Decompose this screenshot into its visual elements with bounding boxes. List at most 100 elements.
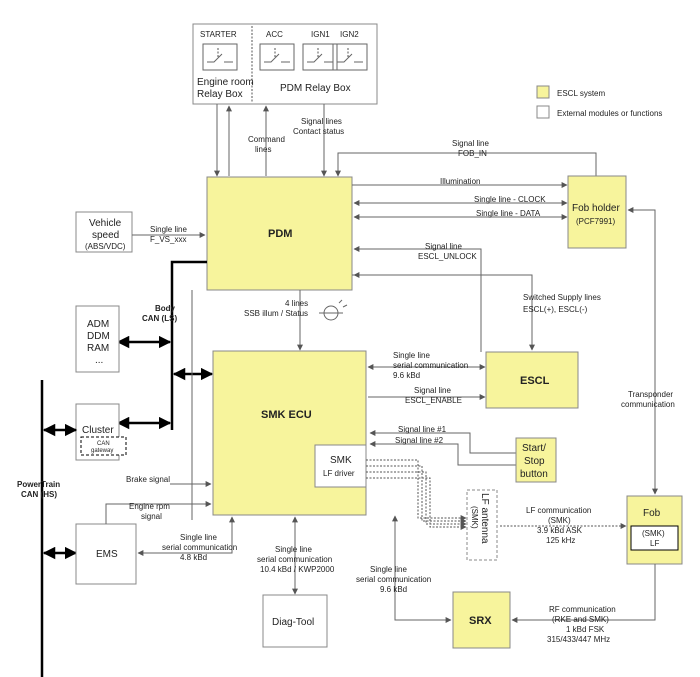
can-gateway-label-1: CAN — [97, 441, 110, 447]
transponder-label-1: Transponder — [628, 390, 673, 399]
signal1-label: Signal line #1 — [398, 425, 447, 434]
adm-label-2: DDM — [87, 331, 110, 342]
vehicle-speed-signal-2: F_VS_xxx — [150, 235, 186, 244]
adm-label-1: ADM — [87, 319, 109, 330]
ems-serial-label-3: 4.8 kBd — [180, 553, 207, 562]
legend-escl-swatch — [536, 85, 550, 99]
legend-external-label: External modules or functions — [557, 109, 662, 118]
data-label: Single line - DATA — [476, 209, 541, 218]
rf-comm-label-1: RF communication — [549, 605, 616, 614]
fob-label: Fob — [643, 508, 661, 519]
ems-serial-line — [137, 516, 235, 556]
ign2-label: IGN2 — [340, 30, 359, 39]
fob-lf-box — [630, 525, 679, 551]
command-lines-label-1: Command — [248, 135, 285, 144]
ems-box — [75, 523, 137, 585]
pdm-box — [206, 176, 353, 291]
signal-line-2 — [369, 441, 516, 466]
switched-supply-line — [352, 274, 535, 351]
ems-label: EMS — [96, 549, 118, 560]
legend-escl-label: ESCL system — [557, 89, 605, 98]
signal2-label: Signal line #2 — [395, 436, 444, 445]
diag-serial-label-3: 10.4 kBd / KWP2000 — [260, 565, 335, 574]
pdm-label: PDM — [268, 228, 292, 240]
vehicle-speed-signal-1: Single line — [150, 225, 187, 234]
engine-rpm-line — [105, 501, 212, 524]
srx-serial-line — [392, 515, 452, 623]
ems-serial-label-2: serial communication — [162, 543, 237, 552]
lf-antenna-box — [466, 489, 498, 561]
body-can-label-2: CAN (LS) — [142, 314, 177, 323]
relay-symbol-ign2 — [332, 43, 368, 71]
fob-in-label-2: FOB_IN — [458, 149, 487, 158]
smk-lf-driver-box — [314, 444, 367, 488]
engine-rpm-label-1: Engine rpm — [129, 502, 170, 511]
fob-holder-box — [567, 175, 627, 249]
engine-room-label-2: Relay Box — [197, 89, 243, 100]
vehicle-speed-label-2: speed — [92, 230, 119, 241]
smk-ecu-box — [212, 350, 367, 516]
illumination-label: Illumination — [440, 177, 480, 186]
diag-serial-label-2: serial communication — [257, 555, 332, 564]
lf-antenna-label-2: (SMK) — [470, 506, 479, 529]
lf-driver-to-antenna-lines — [366, 459, 467, 530]
lf-comm-label-2: (SMK) — [548, 516, 571, 525]
relay-symbol-acc — [259, 43, 295, 71]
rf-comm-label-2: (RKE and SMK) — [552, 615, 609, 624]
fob-lf-label-1: (SMK) — [642, 529, 665, 538]
serial-label-2: serial communication — [393, 361, 468, 370]
srx-serial-label-1: Single line — [370, 565, 407, 574]
body-can-label-1: Body — [155, 304, 176, 313]
rf-comm-label-4: 315/433/447 MHz — [547, 635, 610, 644]
escl-enable-label-1: Signal line — [414, 386, 451, 395]
start-stop-label-1: Start/ — [522, 443, 546, 454]
can-gateway-box — [80, 436, 127, 456]
acc-label: ACC — [266, 30, 283, 39]
cluster-label: Cluster — [82, 425, 114, 436]
smk-lf-label-2: LF driver — [323, 469, 355, 478]
ssb-lines-label-1: 4 lines — [285, 299, 308, 308]
diag-serial-label-1: Single line — [275, 545, 312, 554]
start-stop-label-3: button — [520, 469, 548, 480]
serial-label-3: 9.6 kBd — [393, 371, 420, 380]
fob-holder-label-1: Fob holder — [572, 203, 620, 214]
start-stop-label-2: Stop — [524, 456, 545, 467]
adm-label-4: ... — [95, 355, 103, 366]
legend: ESCL system External modules or function… — [536, 85, 662, 119]
switched-supply-label-1: Switched Supply lines — [523, 293, 601, 302]
relay-symbol-starter — [202, 43, 238, 71]
signal-lines-label-1: Signal lines — [301, 117, 342, 126]
rf-comm-label-3: 1 kBd FSK — [566, 625, 605, 634]
escl-unlock-line — [353, 246, 482, 352]
ign1-label: IGN1 — [311, 30, 330, 39]
powertrain-label-2: CAN (HS) — [21, 490, 57, 499]
signal-lines-label-2: Contact status — [293, 127, 344, 136]
escl-enable-label-2: ESCL_ENABLE — [405, 396, 462, 405]
relay-symbol-ign1 — [302, 43, 338, 71]
lf-comm-label-1: LF communication — [526, 506, 591, 515]
rf-comm-line — [511, 564, 656, 623]
escl-unlock-label-2: ESCL_UNLOCK — [418, 252, 477, 261]
lf-comm-label-3: 3.9 kBd ASK — [537, 526, 583, 535]
ssb-lines-label-2: SSB illum / Status — [244, 309, 308, 318]
lf-comm-label-4: 125 kHz — [546, 536, 575, 545]
brake-signal-label: Brake signal — [126, 475, 170, 484]
relay-boxes-frame — [192, 23, 378, 105]
ems-serial-label-1: Single line — [180, 533, 217, 542]
smk-ecu-label: SMK ECU — [261, 409, 312, 421]
body-can-bus — [170, 260, 207, 430]
can-gateway-label-2: gateway — [91, 448, 113, 454]
srx-label: SRX — [469, 615, 492, 627]
escl-label: ESCL — [520, 375, 550, 387]
adm-label-3: RAM — [87, 343, 109, 354]
starter-label: STARTER — [200, 30, 237, 39]
engine-rpm-label-2: signal — [141, 512, 162, 521]
diag-tool-box — [262, 594, 328, 648]
signal-line-1 — [369, 430, 516, 454]
fob-holder-label-2: (PCF7991) — [576, 217, 615, 226]
srx-serial-label-2: serial communication — [356, 575, 431, 584]
srx-serial-label-3: 9.6 kBd — [380, 585, 407, 594]
switched-supply-label-2: ESCL(+), ESCL(-) — [523, 305, 588, 314]
diag-tool-label: Diag-Tool — [272, 617, 314, 628]
